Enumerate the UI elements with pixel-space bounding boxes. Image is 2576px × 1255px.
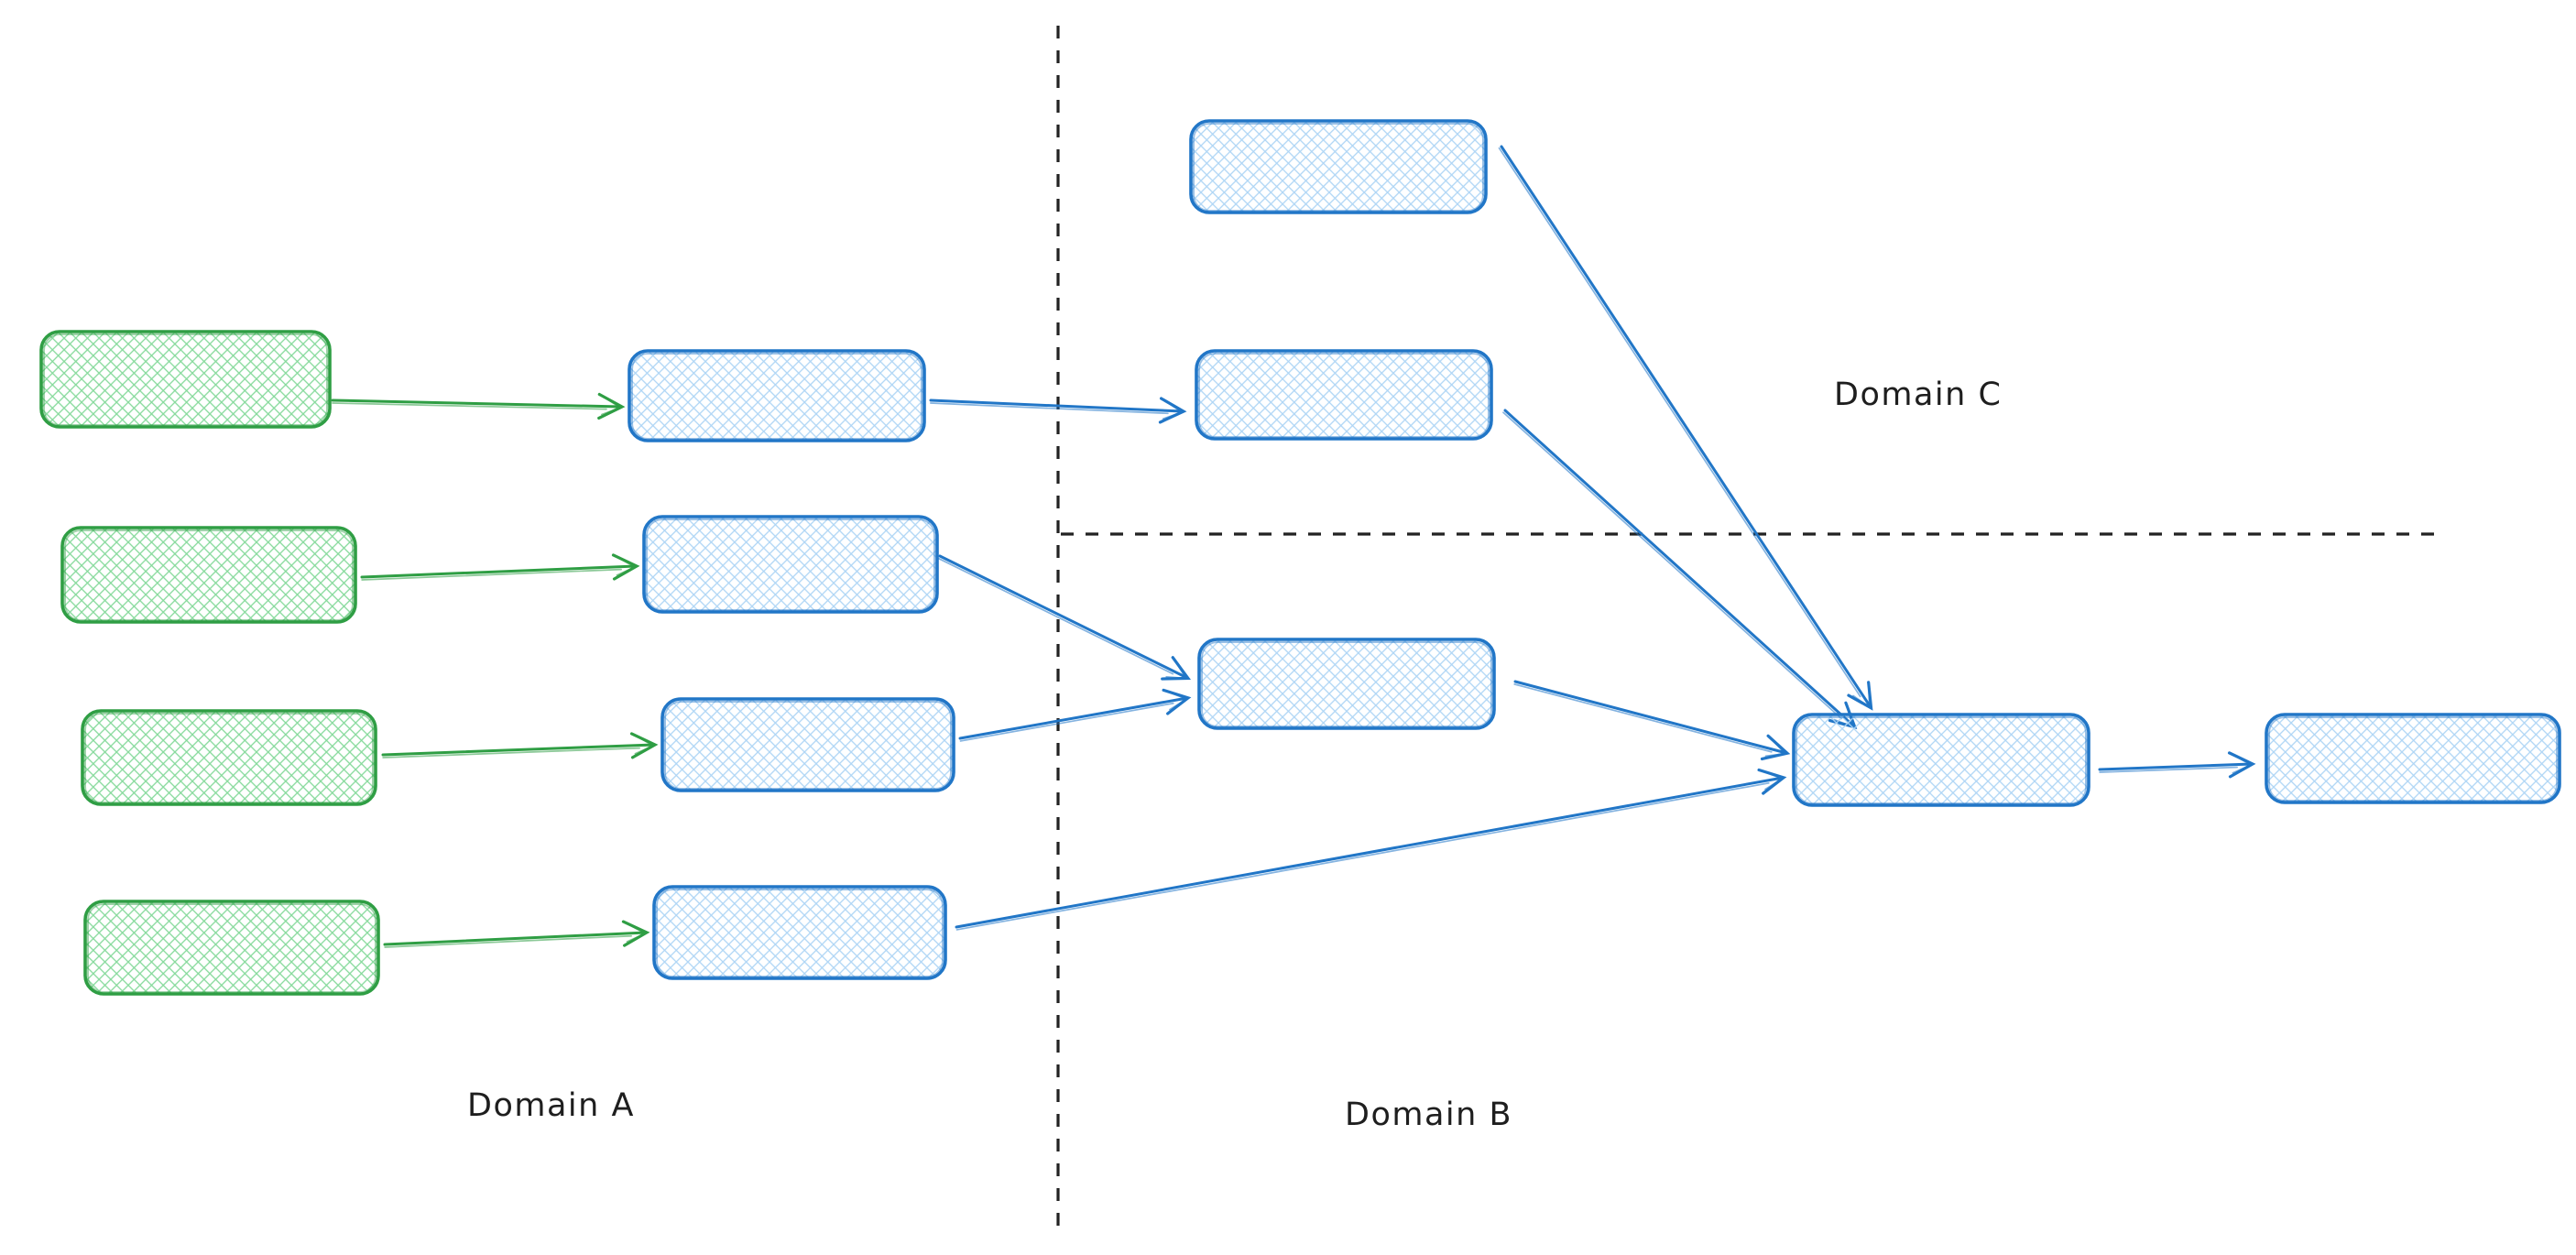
node-echo-rect	[664, 701, 952, 790]
node-echo-rect	[2268, 716, 2558, 802]
edge-b2-c3-arrow	[937, 554, 1192, 681]
node-b2-blue-box	[642, 515, 939, 614]
node-echo-rect	[64, 529, 354, 621]
edge-main-stroke	[1513, 680, 1791, 761]
node-fill-rect	[628, 349, 926, 442]
edge-d1-e1-arrow	[2098, 751, 2256, 779]
edge-echo-stroke	[382, 747, 640, 758]
node-fill-rect	[660, 697, 955, 792]
node-echo-rect	[656, 889, 944, 977]
node-fill-rect	[2265, 713, 2561, 804]
label-domain-a: Domain A	[467, 1087, 635, 1124]
node-b1-blue-box	[628, 349, 926, 442]
edge-echo-stroke	[1498, 147, 1861, 698]
edge-echo-stroke	[959, 702, 1174, 742]
node-layer	[39, 119, 2561, 996]
node-echo-rect	[87, 903, 377, 993]
node-e1-blue-box	[2265, 713, 2561, 804]
node-a3-green-box	[81, 709, 377, 806]
edge-main-stroke	[331, 392, 626, 420]
node-echo-rect	[631, 353, 922, 440]
edge-b4-d1-arrow	[955, 768, 1787, 931]
node-b4-blue-box	[652, 885, 947, 980]
node-fill-rect	[1189, 119, 1488, 214]
edge-main-stroke	[958, 688, 1192, 740]
node-echo-rect	[646, 518, 935, 611]
edge-a3-b3-arrow	[381, 732, 659, 759]
node-echo-rect	[84, 713, 374, 803]
node-c1-blue-box	[1189, 119, 1488, 214]
edge-echo-stroke	[384, 934, 633, 948]
node-echo-rect	[1198, 353, 1490, 438]
edge-main-stroke	[2098, 751, 2256, 779]
node-fill-rect	[1197, 638, 1496, 730]
edge-main-stroke	[1500, 145, 1873, 711]
node-fill-rect	[60, 526, 357, 624]
edge-c1-d1-arrow	[1498, 145, 1873, 711]
edge-echo-stroke	[1502, 411, 1842, 720]
node-d1-blue-box	[1792, 713, 2090, 807]
edge-layer	[331, 145, 2256, 948]
edge-main-stroke	[955, 768, 1787, 929]
edge-echo-stroke	[361, 568, 622, 581]
node-fill-rect	[1792, 713, 2090, 807]
edge-c2-d1-arrow	[1502, 409, 1858, 729]
node-a2-green-box	[60, 526, 357, 624]
node-a4-green-box	[83, 900, 380, 996]
node-echo-rect	[1193, 123, 1484, 212]
node-fill-rect	[39, 330, 332, 429]
node-fill-rect	[652, 885, 947, 980]
node-c3-blue-box	[1197, 638, 1496, 730]
edge-echo-stroke	[937, 557, 1174, 675]
edge-a1-b1-arrow	[331, 392, 626, 420]
node-fill-rect	[83, 900, 380, 996]
edge-a2-b2-arrow	[360, 553, 640, 581]
node-fill-rect	[1195, 349, 1493, 441]
edge-main-stroke	[1503, 409, 1858, 729]
label-domain-c: Domain C	[1834, 376, 2002, 413]
edge-a4-b4-arrow	[383, 920, 650, 948]
node-echo-rect	[1201, 641, 1492, 727]
edge-main-stroke	[381, 732, 659, 759]
edge-main-stroke	[383, 920, 650, 947]
edge-main-stroke	[360, 553, 640, 581]
edge-main-stroke	[929, 397, 1187, 424]
edge-echo-stroke	[332, 402, 607, 410]
edge-b1-c2-arrow	[929, 397, 1187, 424]
edge-c3-d1-arrow	[1513, 680, 1791, 761]
edge-echo-stroke	[1513, 683, 1773, 753]
node-fill-rect	[642, 515, 939, 614]
edge-echo-stroke	[955, 781, 1770, 931]
label-domain-b: Domain B	[1345, 1097, 1512, 1133]
edge-main-stroke	[938, 554, 1192, 681]
node-a1-green-box	[39, 330, 332, 429]
node-fill-rect	[81, 709, 377, 806]
edge-echo-stroke	[930, 402, 1169, 415]
edge-b3-c3-arrow	[958, 688, 1192, 742]
node-c2-blue-box	[1195, 349, 1493, 441]
label-layer: Domain A Domain B Domain C	[467, 376, 2002, 1133]
node-b3-blue-box	[660, 697, 955, 792]
edge-echo-stroke	[2099, 766, 2238, 773]
node-echo-rect	[1796, 716, 2087, 804]
node-echo-rect	[43, 333, 328, 426]
